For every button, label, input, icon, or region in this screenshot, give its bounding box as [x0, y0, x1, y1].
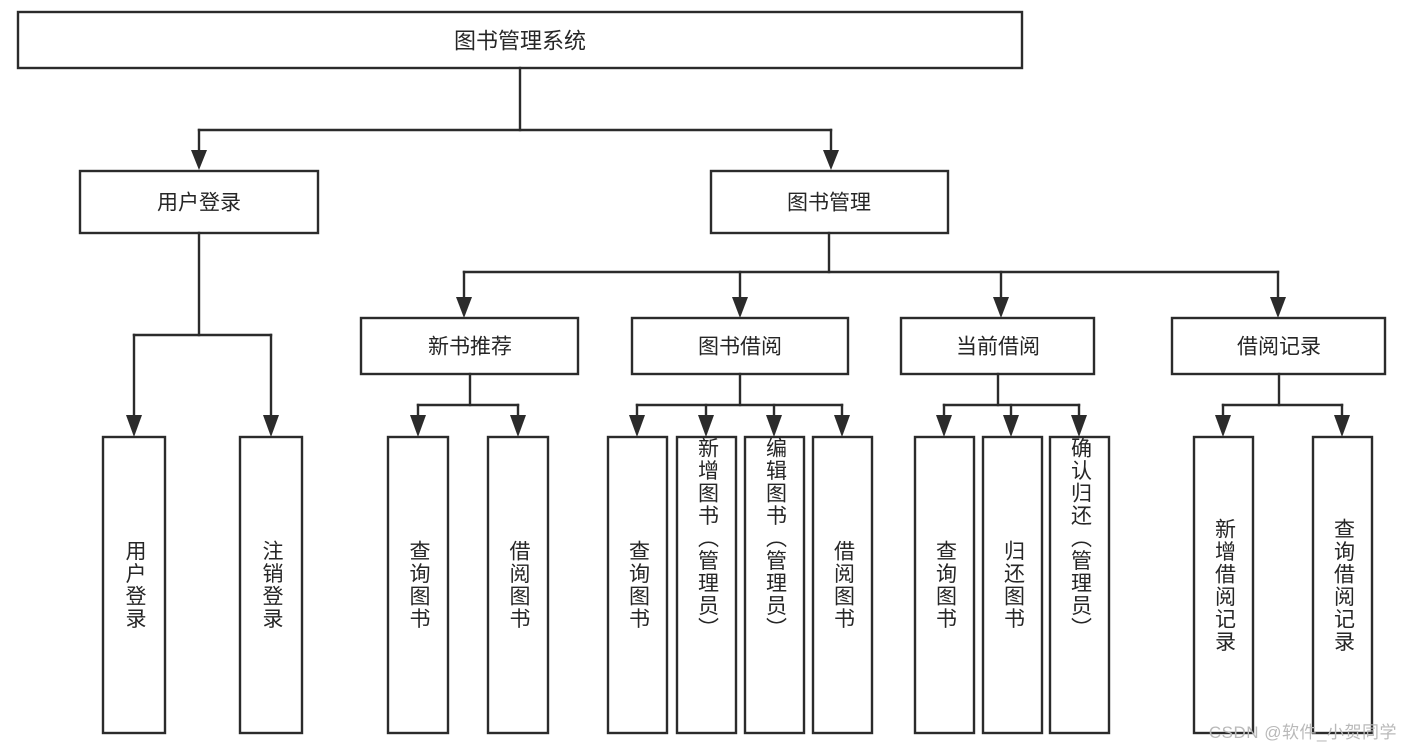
- connector-current-borrow-to-leaves: [936, 372, 1087, 437]
- node-new-book-recommend-box[interactable]: [359, 316, 580, 376]
- arrow-head-icon: [698, 415, 714, 437]
- arrow-head-icon: [191, 150, 207, 170]
- leaf-box-edit-book-admin[interactable]: [743, 435, 806, 735]
- arrow-head-icon: [1270, 297, 1286, 318]
- leaf-box-query-book-rec[interactable]: [386, 435, 450, 735]
- leaf-box-query-book-current[interactable]: [913, 435, 976, 735]
- node-book-borrow[interactable]: 图书借阅: [630, 316, 850, 376]
- node-book-management[interactable]: 图书管理: [709, 169, 950, 235]
- arrow-head-icon: [410, 415, 426, 437]
- arrow-head-icon: [1215, 415, 1231, 437]
- leaf-box-confirm-return-admin[interactable]: [1048, 435, 1111, 735]
- node-new-book-recommend[interactable]: 新书推荐: [359, 316, 580, 376]
- connector-user-login-to-leaves: [126, 231, 279, 437]
- leaf-box-add-borrow-record[interactable]: [1192, 435, 1255, 735]
- node-user-login[interactable]: 用户登录: [78, 169, 320, 235]
- node-current-borrow-label: 当前借阅: [956, 336, 1040, 359]
- node-borrow-record-label: 借阅记录: [1237, 336, 1321, 359]
- watermark: CSDN @软件_小贺同学: [1208, 723, 1397, 742]
- node-book-management-label: 图书管理: [787, 192, 871, 215]
- arrow-head-icon: [456, 297, 472, 318]
- node-root[interactable]: 图书管理系统: [16, 10, 1024, 70]
- leaf-box-query-book-borrow[interactable]: [606, 435, 669, 735]
- node-book-borrow-label: 图书借阅: [698, 336, 782, 359]
- arrow-head-icon: [823, 150, 839, 170]
- arrow-head-icon: [629, 415, 645, 437]
- leaf-box-borrow-book[interactable]: [811, 435, 874, 735]
- arrow-head-icon: [834, 415, 850, 437]
- node-current-borrow[interactable]: 当前借阅: [899, 316, 1096, 376]
- connector-root-to-level2: [191, 66, 839, 170]
- node-root-label: 图书管理系统: [454, 29, 586, 54]
- node-user-login-label: 用户登录: [157, 192, 241, 215]
- node-current-borrow-box[interactable]: [899, 316, 1096, 376]
- arrow-head-icon: [126, 415, 142, 437]
- arrow-head-icon: [1071, 415, 1087, 437]
- leaf-box-borrow-book-rec[interactable]: [486, 435, 550, 735]
- node-root-box[interactable]: [16, 10, 1024, 70]
- arrow-head-icon: [936, 415, 952, 437]
- arrow-head-icon: [263, 415, 279, 437]
- connector-book-borrow-to-leaves: [629, 372, 850, 437]
- leaf-box-add-book-admin[interactable]: [675, 435, 738, 735]
- arrow-head-icon: [993, 297, 1009, 318]
- leaf-box-logout[interactable]: [238, 435, 304, 735]
- leaf-box-query-borrow-record[interactable]: [1311, 435, 1374, 735]
- connector-new-book-recommend-to-leaves: [410, 372, 526, 437]
- connector-book-management-to-level3: [456, 231, 1286, 318]
- leaf-box-user-login[interactable]: [101, 435, 167, 735]
- arrow-head-icon: [1003, 415, 1019, 437]
- arrow-head-icon: [732, 297, 748, 318]
- node-borrow-record[interactable]: 借阅记录: [1170, 316, 1387, 376]
- arrow-head-icon: [1334, 415, 1350, 437]
- arrow-head-icon: [766, 415, 782, 437]
- node-new-book-recommend-label: 新书推荐: [428, 336, 512, 359]
- leaf-box-return-book[interactable]: [981, 435, 1044, 735]
- connector-borrow-record-to-leaves: [1215, 372, 1350, 437]
- node-user-login-box[interactable]: [78, 169, 320, 235]
- arrow-head-icon: [510, 415, 526, 437]
